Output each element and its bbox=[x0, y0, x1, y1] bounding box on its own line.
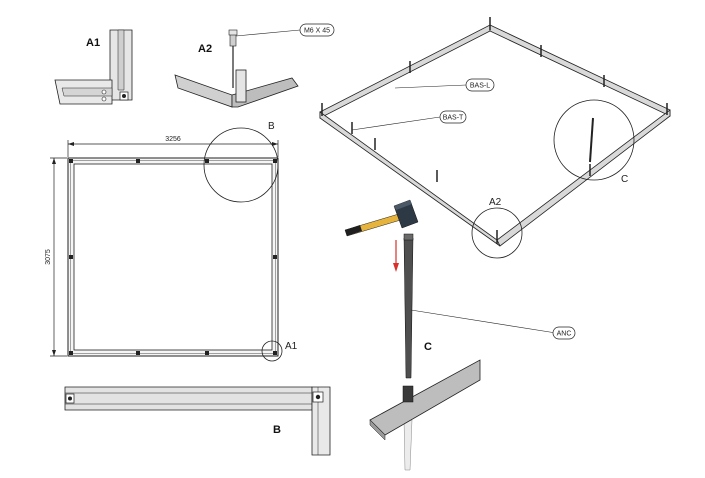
iso-frame bbox=[319, 17, 671, 247]
dimension-height-text: 3075 bbox=[45, 249, 52, 265]
callout-bas-l-text: BAS-L bbox=[470, 83, 490, 90]
callout-anc-text: ANC bbox=[557, 331, 572, 338]
label-c-anchor: C bbox=[424, 341, 432, 353]
label-a1-top: A1 bbox=[86, 37, 100, 49]
down-arrow-icon bbox=[393, 240, 399, 272]
label-a2-top: A2 bbox=[198, 43, 212, 55]
callout-bas-t-text: BAS-T bbox=[443, 115, 464, 122]
callout-bas-l bbox=[465, 78, 495, 92]
detail-circle-c bbox=[553, 99, 635, 181]
label-a2-iso: A2 bbox=[489, 197, 502, 208]
detail-circle-b bbox=[203, 127, 279, 203]
label-a1-frame: A1 bbox=[285, 341, 298, 352]
dimension-width bbox=[67, 140, 279, 157]
callout-bas-t bbox=[439, 110, 467, 124]
label-b-frame: B bbox=[268, 121, 275, 132]
label-c-iso: C bbox=[621, 174, 628, 185]
detail-circle-a1 bbox=[261, 340, 283, 362]
leader-bolt bbox=[235, 29, 301, 37]
plan-frame bbox=[67, 157, 279, 357]
detail-b-profile bbox=[64, 386, 331, 456]
detail-circle-a2 bbox=[471, 207, 523, 259]
dimension-width-text: 3256 bbox=[165, 136, 181, 143]
leader-anc bbox=[410, 309, 557, 334]
callout-bolt-text: M6 X 45 bbox=[304, 28, 330, 35]
callout-anc bbox=[552, 326, 576, 340]
hammer-icon bbox=[344, 199, 419, 237]
detail-a2-corner bbox=[174, 29, 299, 108]
detail-a1-corner bbox=[54, 29, 133, 105]
dimension-height bbox=[50, 157, 67, 357]
leader-bas-t bbox=[351, 116, 441, 131]
ground-anchor bbox=[369, 233, 481, 471]
leader-bas-l bbox=[394, 84, 467, 89]
label-b-section: B bbox=[273, 424, 281, 436]
callout-bolt bbox=[299, 23, 335, 37]
